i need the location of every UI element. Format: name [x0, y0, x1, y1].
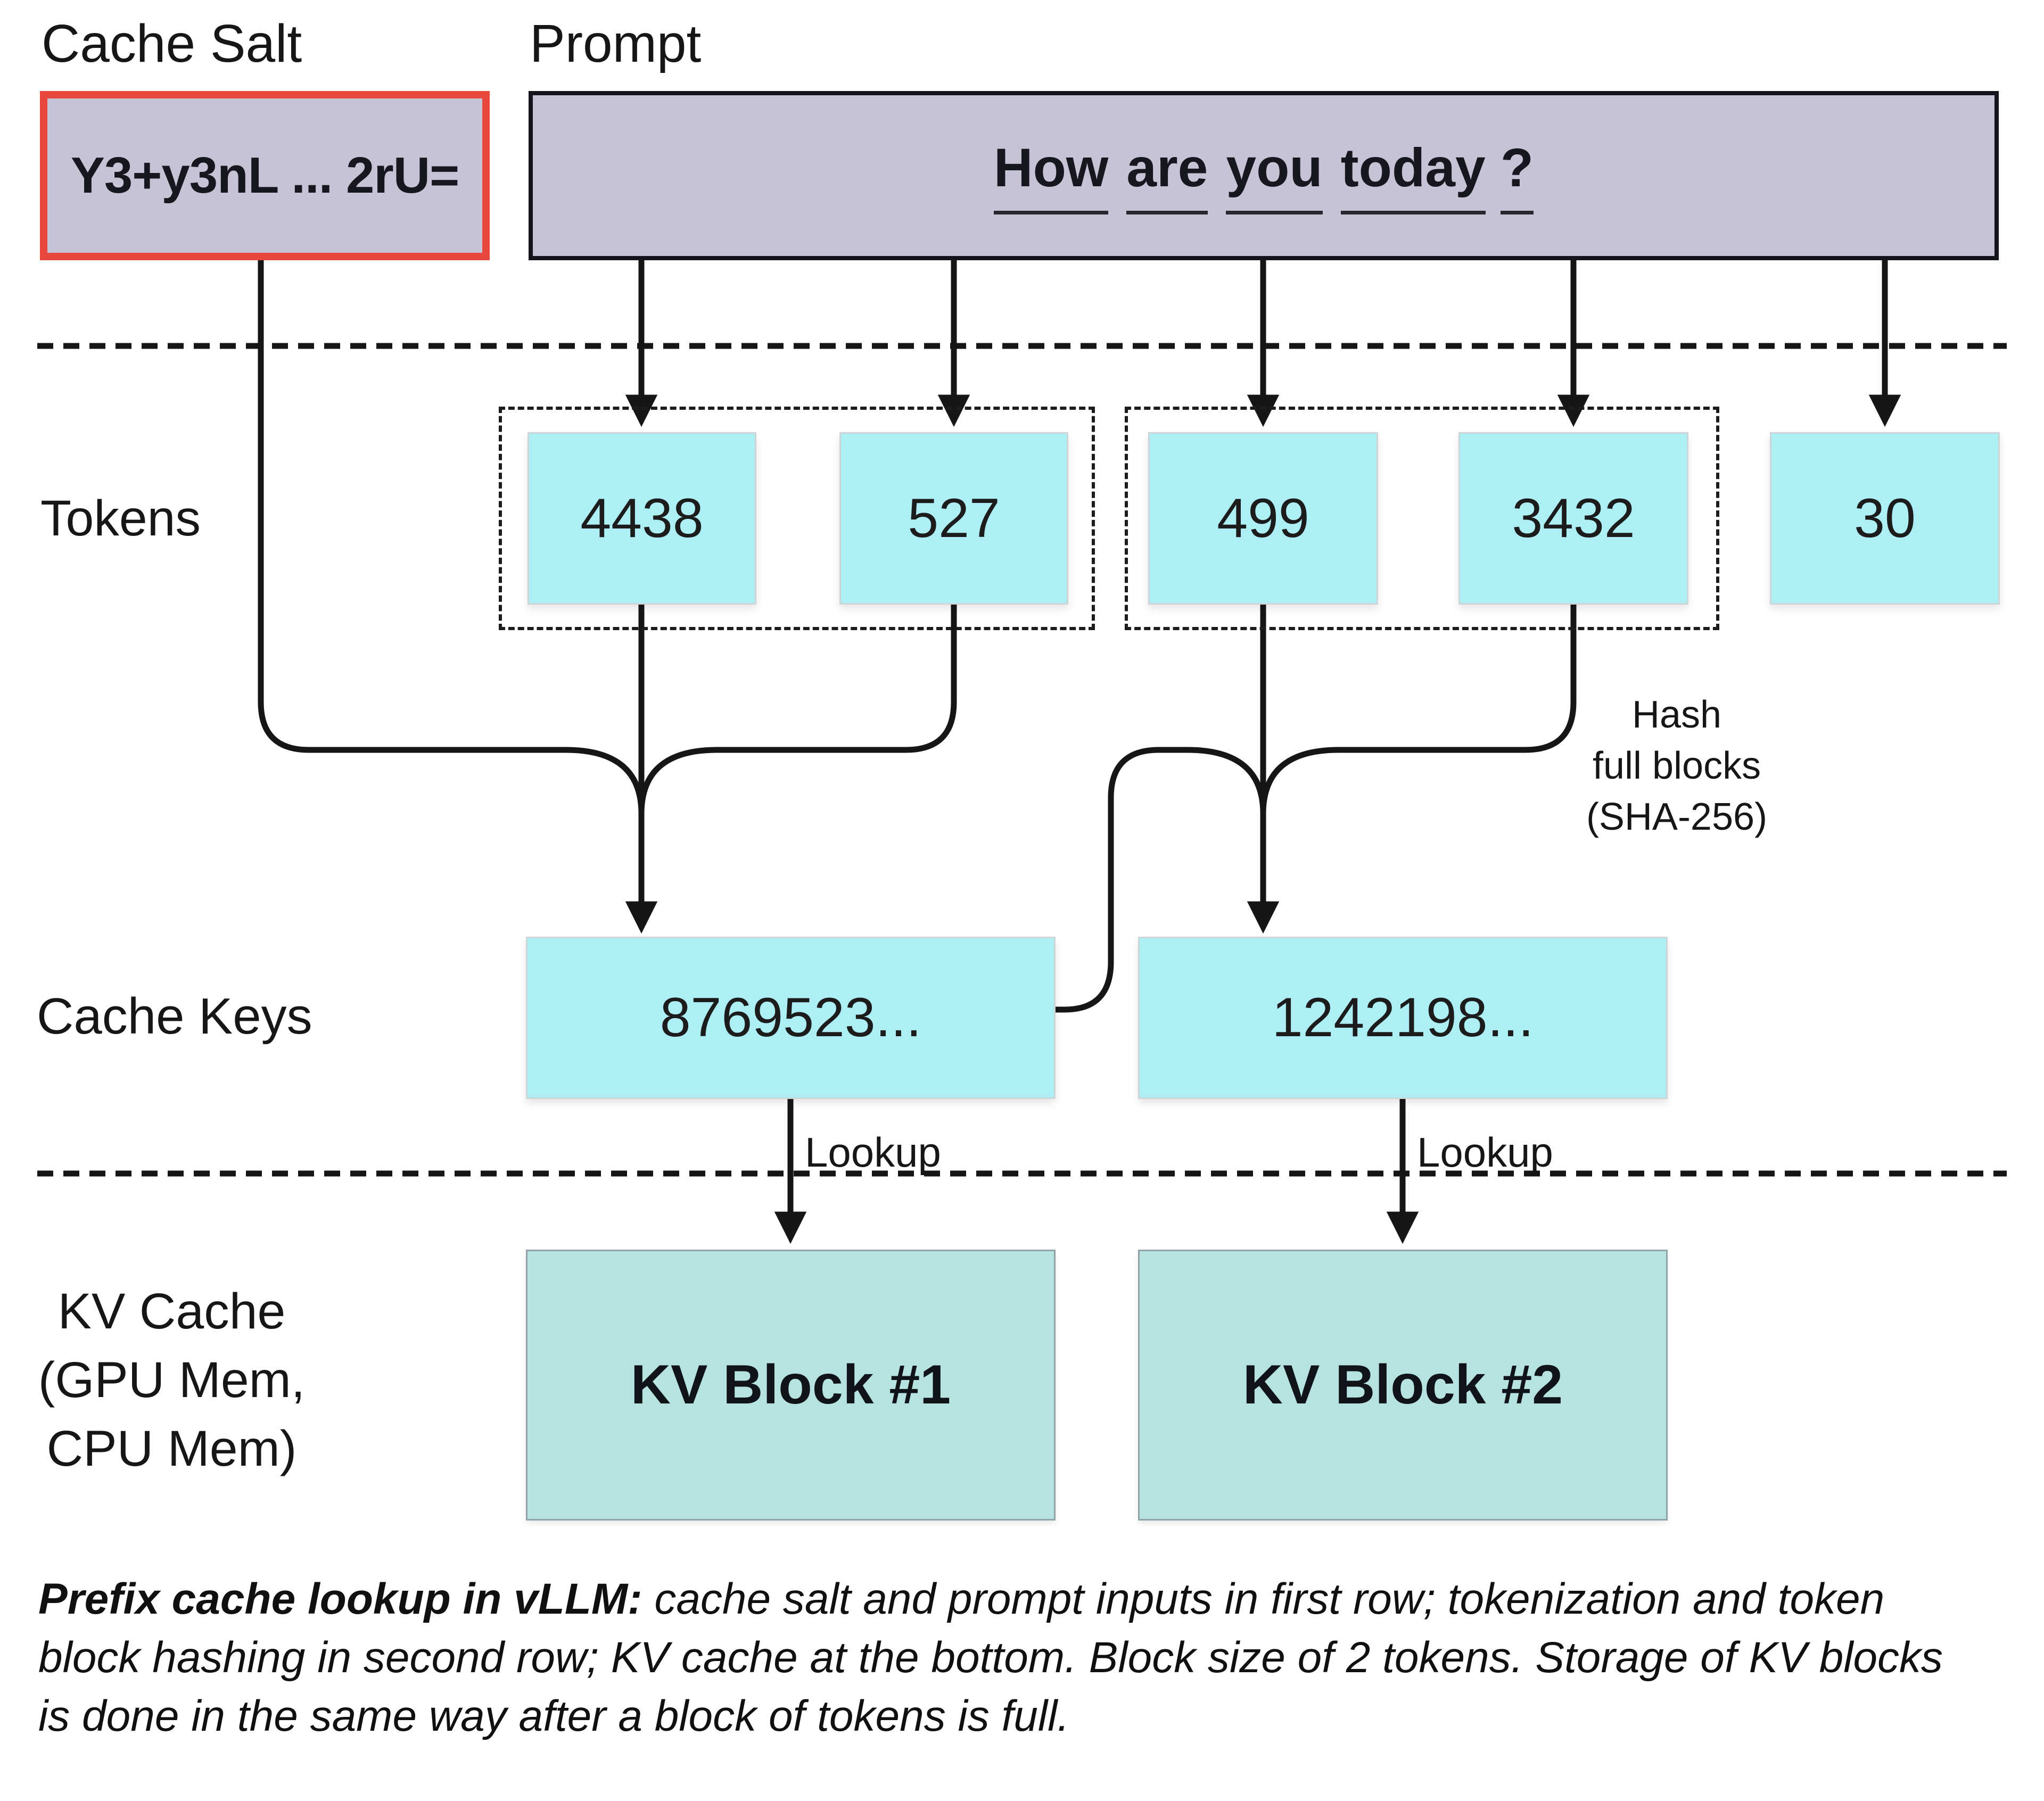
token-block-group-2 [1125, 407, 1719, 630]
token-box-1: 4438 [528, 432, 756, 605]
cache-keys-label: Cache Keys [37, 988, 312, 1045]
tokens-label: Tokens [40, 490, 201, 547]
prompt-text: How are you today ? [993, 137, 1534, 214]
cache-salt-value: Y3+y3nL ... 2rU= [70, 147, 459, 204]
kv-cache-label: KV Cache (GPU Mem, CPU Mem) [27, 1277, 317, 1483]
cache-salt-label: Cache Salt [42, 14, 302, 73]
kv-cache-label-line: KV Cache [57, 1283, 286, 1340]
token-527-connector [638, 605, 957, 814]
kv-block-2: KV Block #2 [1138, 1250, 1668, 1521]
token-block-group-1 [499, 407, 1095, 630]
hash-note-line: full blocks [1592, 745, 1761, 787]
prompt-word-4: today [1340, 137, 1486, 214]
token-3432-connector [1260, 605, 1577, 814]
prompt-word-2: are [1126, 137, 1208, 214]
kv-cache-label-line: CPU Mem) [46, 1420, 297, 1477]
cache-key-box-1: 8769523... [526, 937, 1056, 1099]
token-value: 527 [908, 487, 1000, 549]
cache-key-value: 1242198... [1272, 987, 1534, 1048]
prompt-label: Prompt [530, 14, 702, 73]
prompt-word-5: ? [1500, 137, 1534, 214]
prompt-box: How are you today ? [529, 91, 1999, 260]
caption-body: cache salt and prompt inputs in first ro… [38, 1575, 1943, 1740]
kv-block-1: KV Block #1 [526, 1250, 1056, 1521]
token-value: 4438 [580, 487, 704, 549]
cache-key-value: 8769523... [660, 987, 922, 1048]
lookup-label-1: Lookup [805, 1129, 941, 1176]
token-box-5: 30 [1770, 432, 2000, 605]
caption-lead: Prefix cache lookup in vLLM: [38, 1575, 642, 1623]
figure-caption: Prefix cache lookup in vLLM: cache salt … [38, 1570, 1987, 1746]
hash-note-line: Hash [1631, 693, 1722, 736]
kv-block-label: KV Block #2 [1242, 1354, 1563, 1416]
token-box-3: 499 [1148, 432, 1378, 605]
lookup-label-2: Lookup [1417, 1129, 1553, 1176]
cache-salt-box: Y3+y3nL ... 2rU= [40, 91, 490, 260]
token-value: 3432 [1512, 487, 1635, 549]
token-value: 499 [1217, 487, 1309, 549]
kv-block-label: KV Block #1 [630, 1354, 951, 1416]
hash-full-blocks-note: Hash full blocks (SHA-256) [1538, 689, 1815, 842]
token-box-4: 3432 [1458, 432, 1688, 605]
prompt-word-3: you [1226, 137, 1323, 214]
cache-key-box-2: 1242198... [1138, 937, 1668, 1099]
token-value: 30 [1854, 487, 1916, 549]
token-box-2: 527 [839, 432, 1068, 605]
prompt-word-1: How [993, 137, 1109, 214]
hash-note-line: (SHA-256) [1586, 796, 1768, 838]
kv-cache-label-line: (GPU Mem, [38, 1352, 306, 1408]
